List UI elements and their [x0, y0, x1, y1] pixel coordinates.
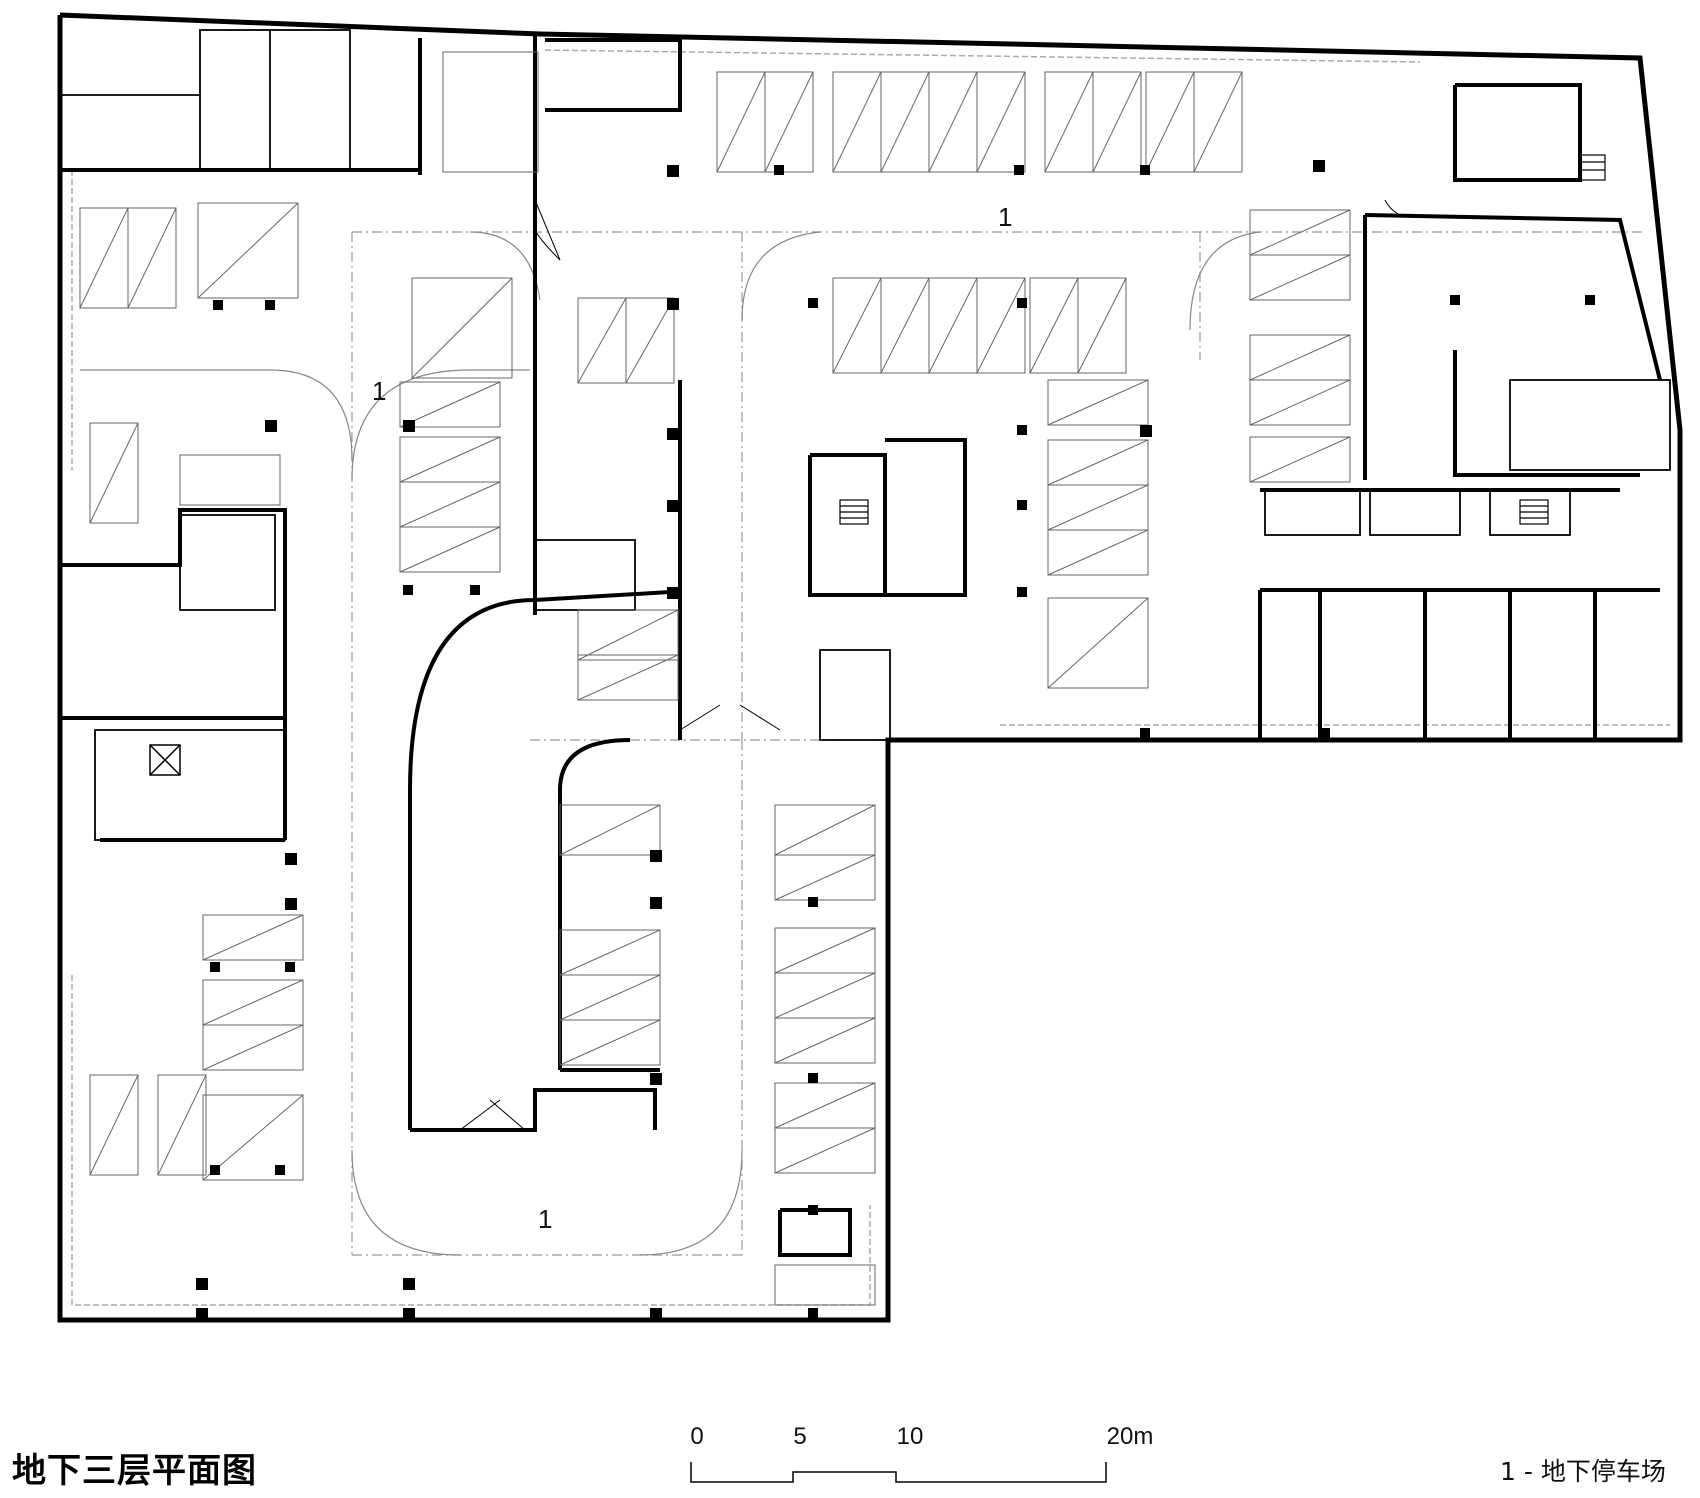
aisle-curves	[80, 231, 1261, 1256]
drawing-title: 地下三层平面图	[12, 1451, 257, 1491]
scale-bar-graphic	[690, 1462, 1107, 1483]
perimeter-drain	[71, 49, 1670, 1306]
area-label: 1	[372, 376, 386, 406]
interior-walls	[60, 34, 1662, 1257]
parking-space-icon	[716, 71, 1243, 173]
secondary-walls	[60, 29, 1671, 841]
scale-tick-label: 10	[896, 1423, 924, 1450]
door-swing-icon	[459, 199, 1401, 1131]
legend-item: 1 - 地下停车场	[1500, 1457, 1666, 1486]
elevator-icon	[149, 744, 181, 776]
floor-plan-drawing: 1 1 1	[57, 12, 1683, 1323]
outer-walls	[57, 12, 1683, 1323]
stair-icon	[839, 154, 1606, 525]
column-icon	[196, 160, 1595, 1320]
area-label: 1	[998, 202, 1012, 232]
scale-tick-label: 0	[690, 1423, 704, 1450]
scale-tick-label: 20m	[1106, 1423, 1154, 1450]
scale-tick-label: 5	[793, 1423, 807, 1450]
drive-aisle-outlines	[351, 231, 1645, 1256]
area-label: 1	[538, 1204, 552, 1234]
parking-spaces	[79, 51, 1351, 1306]
